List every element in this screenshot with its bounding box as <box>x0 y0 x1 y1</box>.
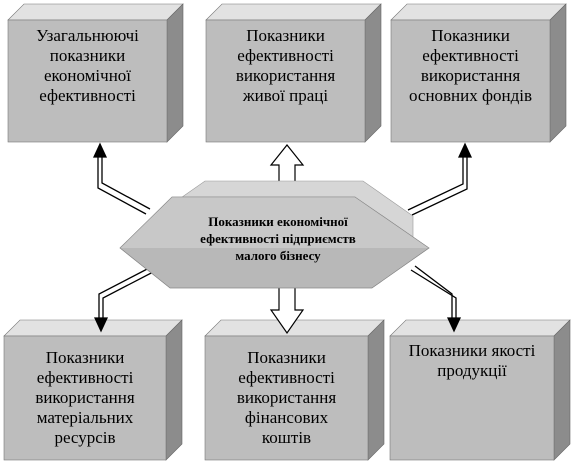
box-bottom-mid-line-1: Показники <box>247 348 326 367</box>
box-top-left-line-1: Узагальнюючі <box>36 26 139 45</box>
box-bottom-mid-line-3: використання <box>236 388 337 407</box>
box-bottom-left-line-2: ефективності <box>36 368 134 387</box>
box-top-right-line-2: ефективності <box>422 46 519 65</box>
box-bottom-right-line-2: продукції <box>437 361 507 380</box>
center-octagon <box>119 180 430 289</box>
box-bottom-left-line-3: використання <box>35 388 135 407</box>
box-top-mid-line-3: використання <box>235 66 336 85</box>
center-line-2: ефективності підприємств <box>200 230 356 246</box>
box-bottom-right <box>389 319 571 461</box>
box-top-right-line-1: Показники <box>431 26 510 45</box>
box-top-left-label: Узагальнюючі показники економічної ефект… <box>8 20 167 112</box>
box-bottom-left <box>3 319 183 461</box>
box-bottom-left-line-5: ресурсів <box>54 428 116 447</box>
box-top-mid-line-4: живої праці <box>242 86 329 105</box>
box-bottom-left-label: Показники ефективності використання мате… <box>4 336 166 460</box>
box-bottom-mid-label: Показники ефективності використання фіна… <box>205 336 368 460</box>
box-top-right-line-3: використання <box>420 66 521 85</box>
box-bottom-mid <box>204 319 385 461</box>
box-top-left-line-2: показники <box>49 46 126 65</box>
box-bottom-mid-line-5: коштів <box>261 428 312 447</box>
box-top-left-line-3: економічної <box>43 66 132 85</box>
arrow-to-top-left <box>92 142 151 215</box>
center-line-1: Показники економічної <box>208 213 348 229</box>
box-bottom-right-line-1: Показники якості <box>408 341 536 360</box>
arrow-to-bottom-left <box>93 265 158 333</box>
box-bottom-left-line-4: матеріальних <box>36 408 134 427</box>
center-line-3: малого бізнесу <box>235 247 321 263</box>
arrow-to-bottom-right <box>410 265 462 333</box>
box-bottom-left-line-1: Показники <box>45 348 125 367</box>
box-top-mid-line-1: Показники <box>246 26 325 45</box>
box-top-right <box>390 3 567 143</box>
box-bottom-mid-line-4: фінансових <box>244 408 329 427</box>
box-top-left-line-4: ефективності <box>39 86 136 105</box>
center-label: Показники економічної ефективності підпр… <box>160 208 396 268</box>
box-top-left <box>7 3 184 143</box>
box-top-right-line-4: основних фондів <box>408 86 533 105</box>
box-top-right-label: Показники ефективності використання осно… <box>391 20 550 112</box>
arrow-to-bottom-mid <box>269 286 305 335</box>
box-top-mid-label: Показники ефективності використання живо… <box>206 20 365 112</box>
box-bottom-mid-line-2: ефективності <box>238 368 335 387</box>
box-bottom-right-label: Показники якості продукції <box>390 336 554 386</box>
arrow-to-top-right <box>407 142 473 216</box>
box-top-mid-line-2: ефективності <box>237 46 334 65</box>
box-top-mid <box>205 3 382 143</box>
